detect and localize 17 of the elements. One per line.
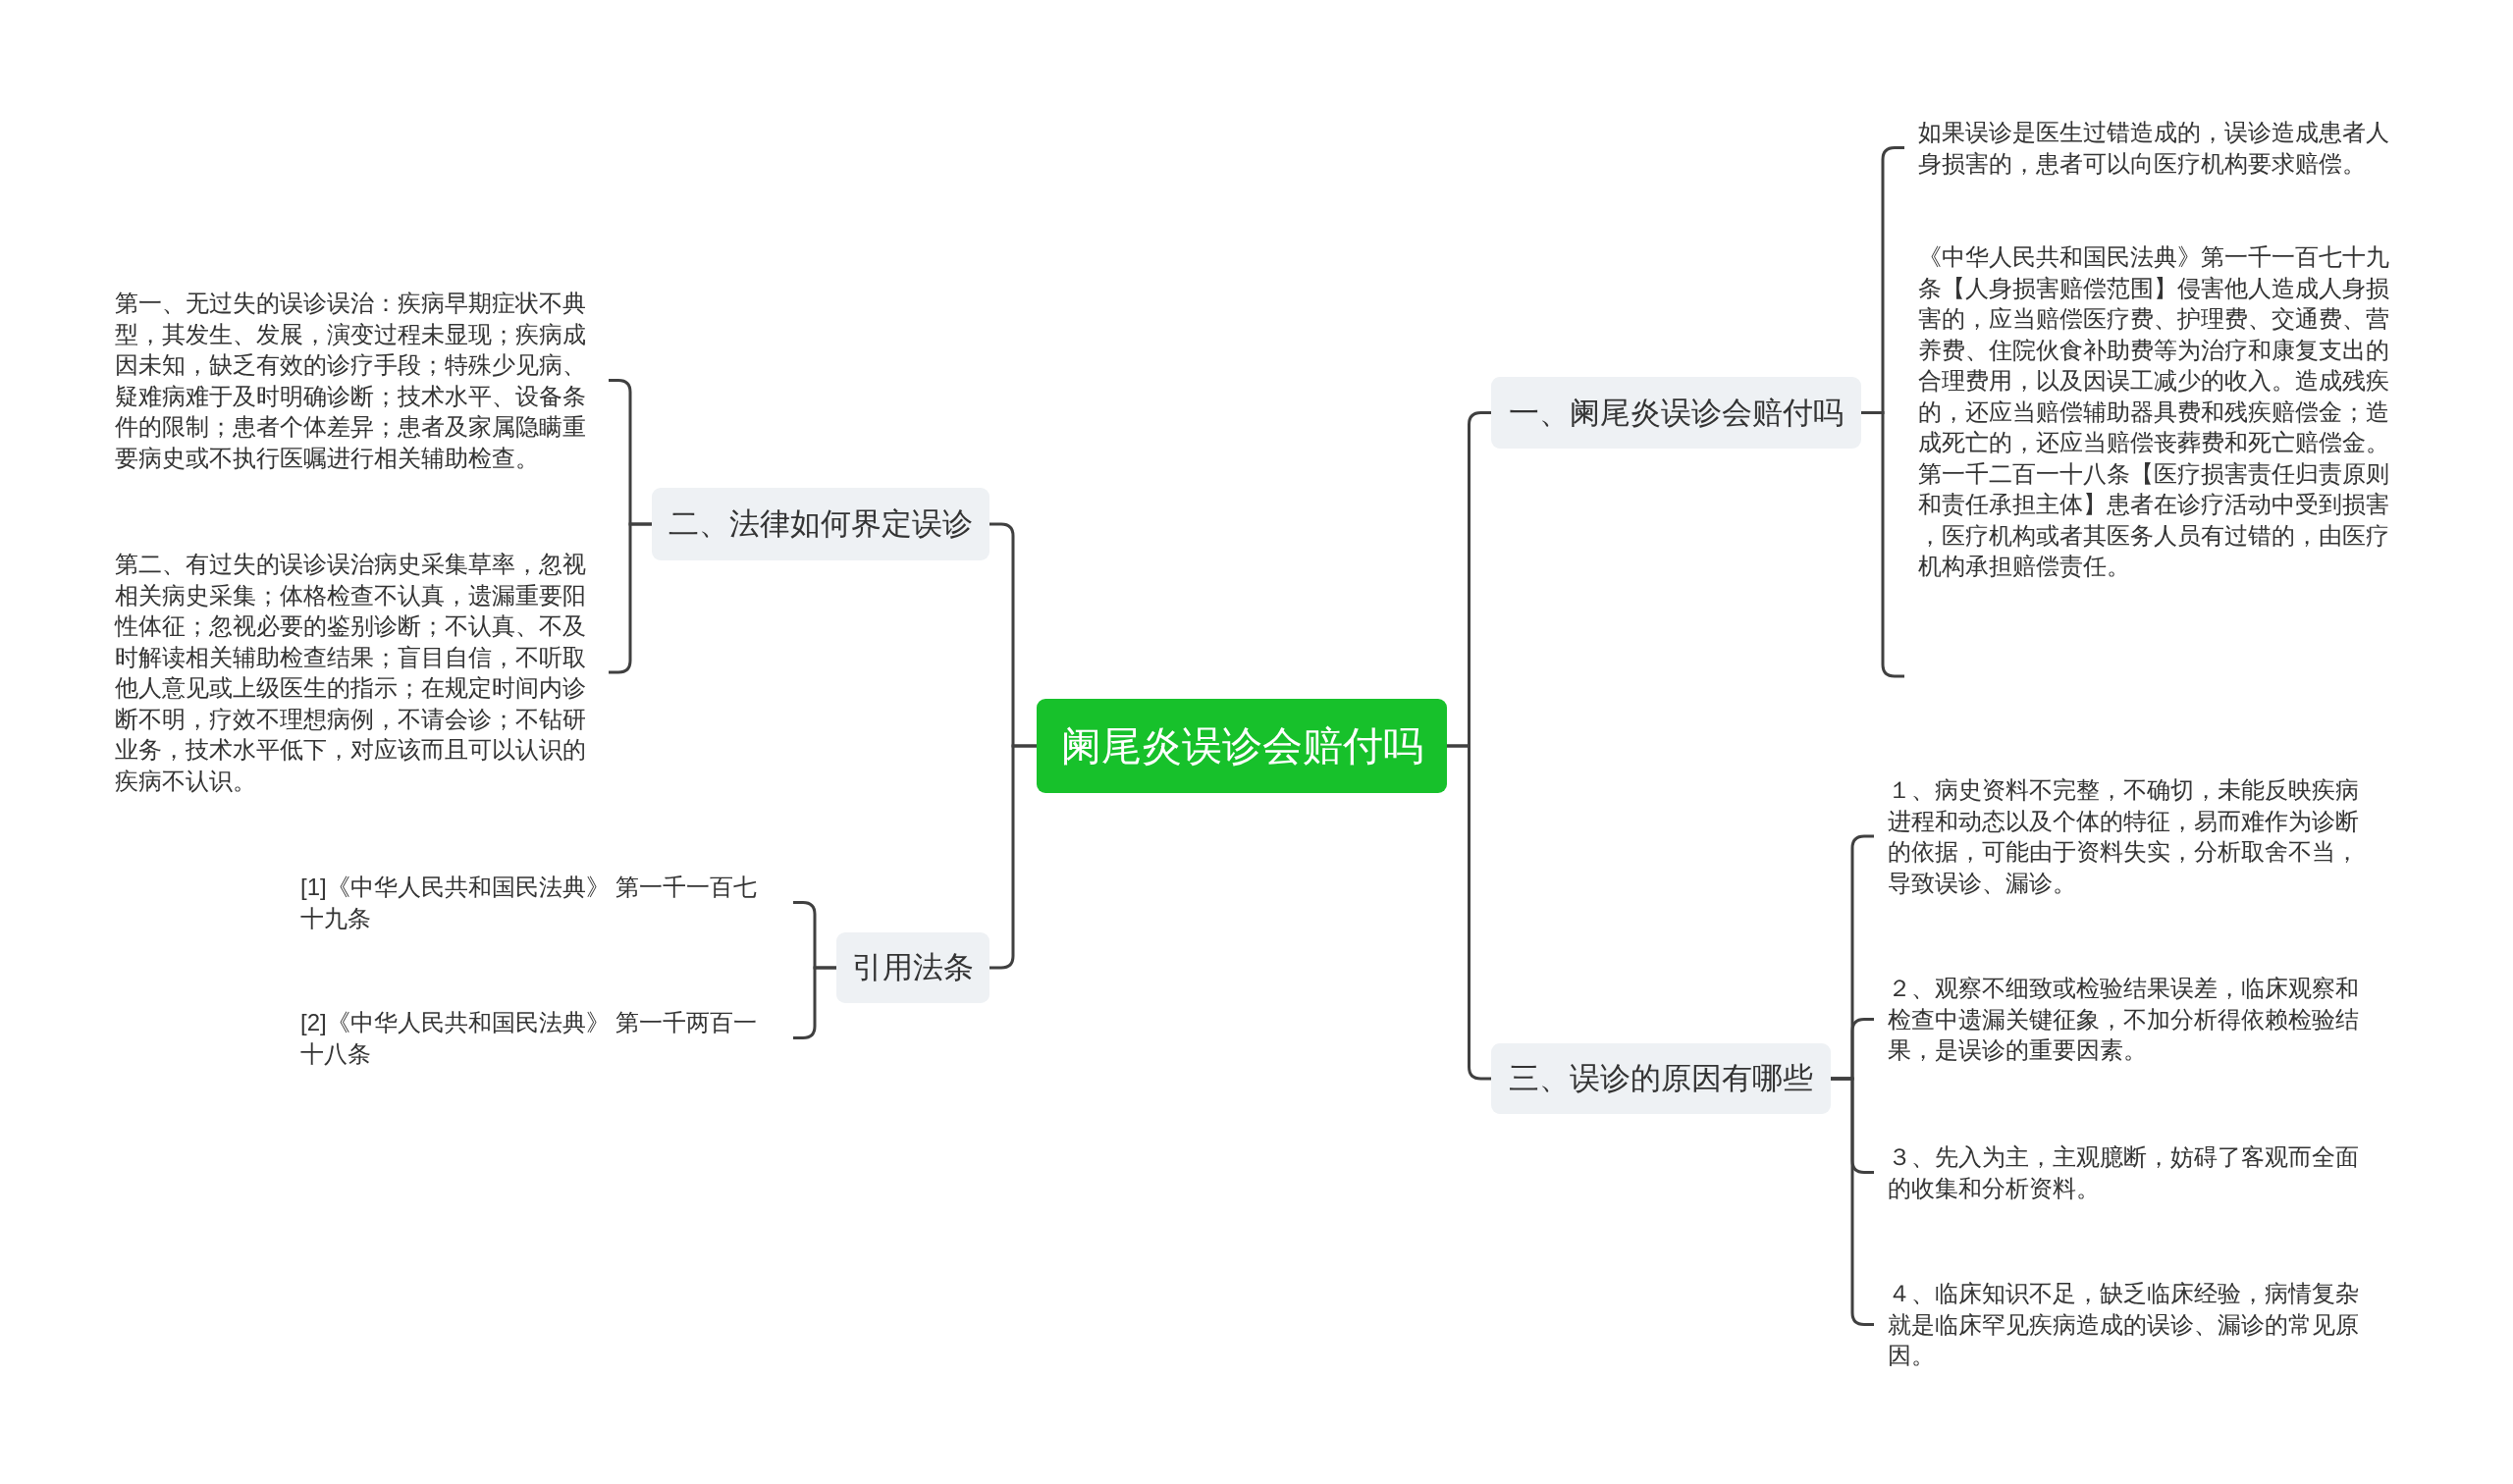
note-text: [2]《中华人民共和国民法典》 第一千两百一十八条 [300, 1008, 759, 1069]
connector-line [1447, 744, 1491, 1081]
central-topic-box: 阑尾炎误诊会赔付吗 [1037, 699, 1447, 793]
note-text: 第一、无过失的误诊误治：疾病早期症状不典型，其发生、发展，演变过程未显现；疾病成因未知，缺乏有效的诊疗手段；特殊少见病、疑难病难于及时明确诊断；技术水平、设备条件的限制；患者个体差异；患者及家属隐瞒重要病史或不执行医嘱进行相关辅助检查。 [115, 289, 587, 473]
note-text: ２、观察不细致或检验结果误差，临床观察和检查中遗漏关键征象，不加分析得依赖检验结果，是误诊的重要因素。 [1888, 974, 2360, 1065]
note-text: 第二、有过失的误诊误治病史采集草率，忽视相关病史采集；体格检查不认真，遗漏重要阳性体征；忽视必要的鉴别诊断；不认真、不及时解读相关辅助检查结果；盲目自信，不听取他人意见或上级医生的指示；在规定时间内诊断不明，疗效不理想病例，不请会诊；不钻研业务，技术水平低下，对应该而且可以认识的疾病不认识。 [115, 550, 587, 796]
topic-box: 三、误诊的原因有哪些 [1491, 1043, 1831, 1114]
topic-box: 一、阑尾炎误诊会赔付吗 [1491, 377, 1861, 449]
note-text: 《中华人民共和国民法典》第一千一百七十九条【人身损害赔偿范围】侵害他人造成人身损害的，应当赔偿医疗费、护理费、交通费、营养费、住院伙食补助费等为治疗和康复支出的合理费用，以及因误工减少的收入。造成残疾的，还应当赔偿辅助器具费和残疾赔偿金；造成死亡的，还应当赔偿丧葬费和死亡赔偿金。第一千二百一十八条【医疗损害责任归责原则和责任承担主体】患者在诊疗活动中受到损害，医疗机构或者其医务人员有过错的，由医疗机构承担赔偿责任。 [1918, 242, 2390, 581]
note-text: ４、临床知识不足，缺乏临床经验，病情复杂就是临床罕见疾病造成的误诊、漏诊的常见原因。 [1888, 1279, 2360, 1370]
note-text: ３、先入为主，主观臆断，妨碍了客观而全面的收集和分析资料。 [1888, 1142, 2360, 1203]
note-text: 如果误诊是医生过错造成的，误诊造成患者人身损害的，患者可以向医疗机构要求赔偿。 [1918, 118, 2390, 179]
topic-box: 引用法条 [836, 932, 989, 1003]
note-text: [1]《中华人民共和国民法典》 第一千一百七十九条 [300, 873, 759, 933]
connector-line [989, 744, 1037, 970]
topic-box: 二、法律如何界定误诊 [652, 488, 989, 560]
note-text: １、病史资料不完整，不确切，未能反映疾病进程和动态以及个体的特征，易而难作为诊断的依据，可能由于资料失实，分析取舍不当，导致误诊、漏诊。 [1888, 775, 2360, 898]
